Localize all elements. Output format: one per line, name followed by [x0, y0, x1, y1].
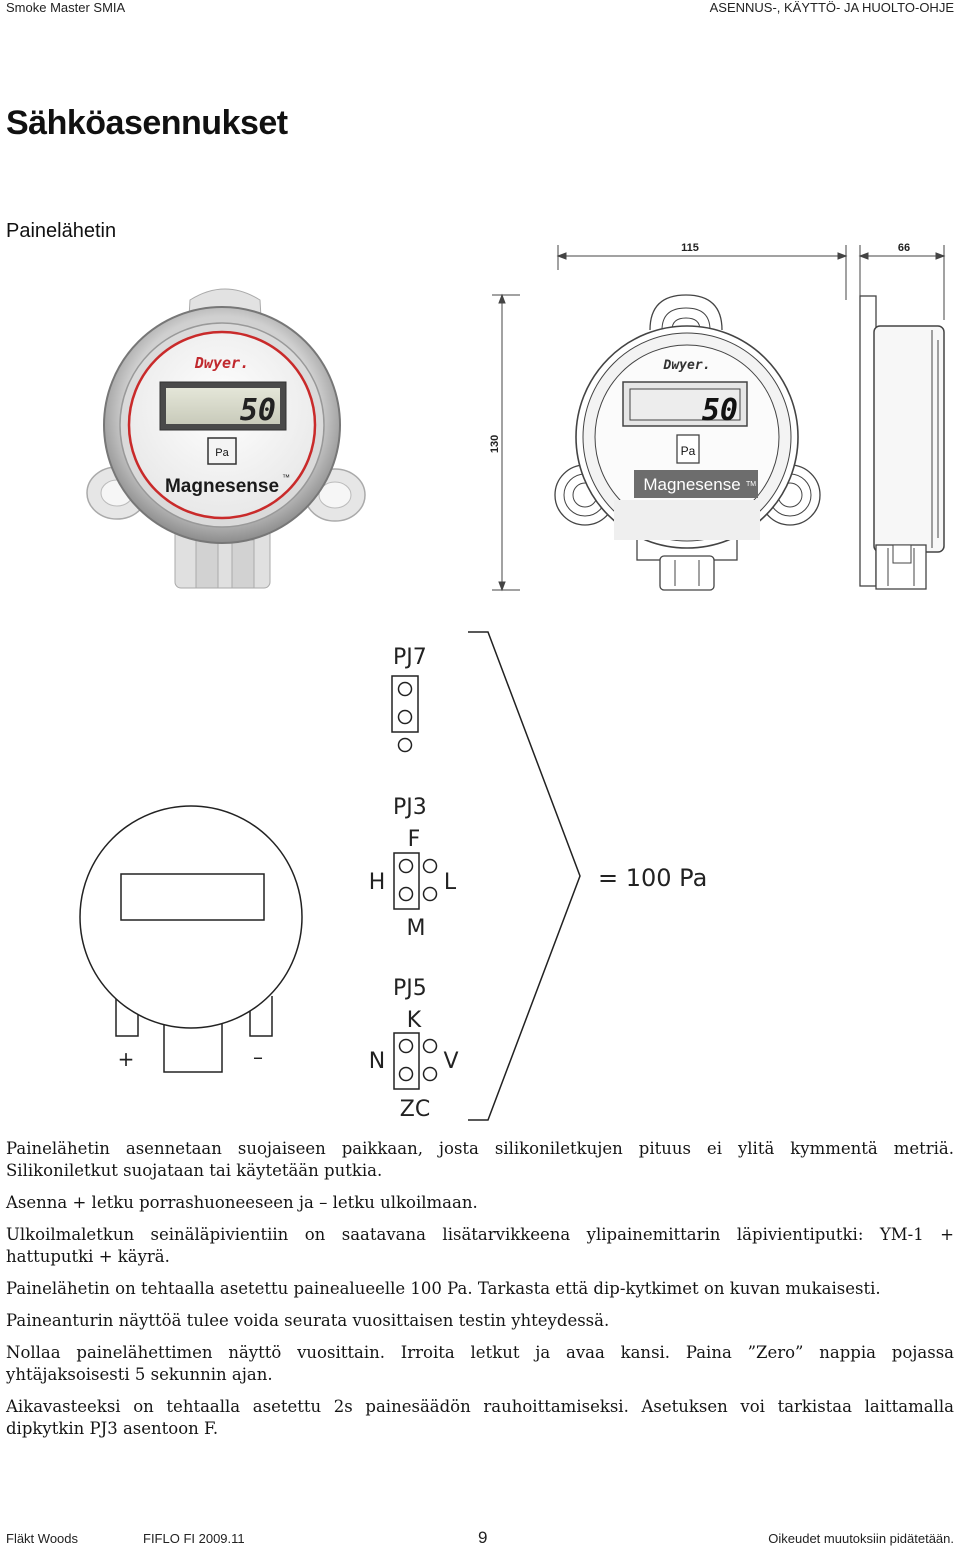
pj5-label: PJ5: [393, 976, 427, 1001]
unit-button-drawing: Pa: [681, 444, 696, 458]
pj3-position-l: L: [444, 870, 457, 895]
paragraph-response-time: Aikavasteeksi on tehtaalla asetettu 2s p…: [6, 1397, 954, 1438]
plus-terminal-label: +: [118, 1047, 135, 1071]
header-document-type: ASENNUS-, KÄYTTÖ- JA HUOLTO-OHJE: [709, 0, 954, 15]
pj7-label: PJ7: [393, 645, 427, 670]
unit-button-photo: Pa: [215, 447, 229, 459]
header-product-name: Smoke Master SMIA: [6, 0, 126, 15]
footer-company: Fläkt Woods: [6, 1531, 79, 1546]
footer-document-code: FIFLO FI 2009.11: [143, 1531, 245, 1546]
pj5-position-zc: ZC: [400, 1097, 430, 1122]
trademark-drawing: TM: [746, 481, 756, 488]
jumper-group-brace: [468, 631, 581, 1121]
dimension-depth-label: 66: [898, 242, 910, 254]
paragraph-wall-duct-accessory: Ulkoilmaletkun seinäläpivientiin on saat…: [6, 1225, 954, 1266]
brand-logo-photo: Dwyer.: [194, 354, 249, 372]
device-dimension-drawing: [492, 245, 946, 592]
device-photo: Dwyer. 50 Pa Magnesense ™: [86, 288, 366, 589]
pj7-jumper: [391, 675, 419, 753]
model-name-photo: Magnesense: [165, 476, 279, 497]
pj3-label: PJ3: [393, 795, 427, 820]
lcd-value-drawing: 50: [702, 393, 738, 428]
pj3-position-m: M: [407, 916, 426, 941]
footer-rights-notice: Oikeudet muutoksiin pidätetään.: [768, 1531, 954, 1546]
lcd-value-photo: 50: [240, 393, 276, 428]
model-name-drawing: Magnesense: [643, 475, 740, 494]
footer-page-number: 9: [478, 1528, 488, 1547]
pj3-jumper: [393, 852, 438, 910]
paragraph-factory-range: Painelähetin on tehtaalla asetettu paine…: [6, 1279, 881, 1298]
brand-logo-drawing: Dwyer.: [663, 358, 711, 373]
pj3-position-h: H: [369, 870, 386, 895]
trademark-photo: ™: [282, 473, 290, 482]
instructions-text: Painelähetin asennetaan suojaiseen paikk…: [6, 1138, 954, 1450]
dimension-height-label: 130: [489, 435, 501, 453]
paragraph-installation-location: Painelähetin asennetaan suojaiseen paikk…: [6, 1139, 954, 1180]
paragraph-display-monitoring: Paineanturin näyttöä tulee voida seurata…: [6, 1311, 610, 1330]
page-title: Sähköasennukset: [6, 104, 288, 142]
schematic-device-outline: [79, 805, 303, 1073]
dimension-width-label: 115: [681, 242, 699, 254]
paragraph-hose-connection: Asenna + letku porrashuoneeseen ja – let…: [6, 1193, 478, 1212]
pj5-position-n: N: [369, 1049, 385, 1074]
minus-terminal-label: –: [253, 1045, 263, 1069]
section-subtitle: Painelähetin: [6, 220, 117, 242]
pj5-position-k: K: [407, 1008, 422, 1033]
paragraph-zeroing: Nollaa painelähettimen näyttö vuosittain…: [6, 1343, 954, 1384]
pressure-range-result: = 100 Pa: [598, 864, 707, 892]
pj5-position-v: V: [443, 1049, 458, 1074]
pj5-jumper: [393, 1032, 438, 1090]
pj3-position-f: F: [408, 827, 421, 852]
